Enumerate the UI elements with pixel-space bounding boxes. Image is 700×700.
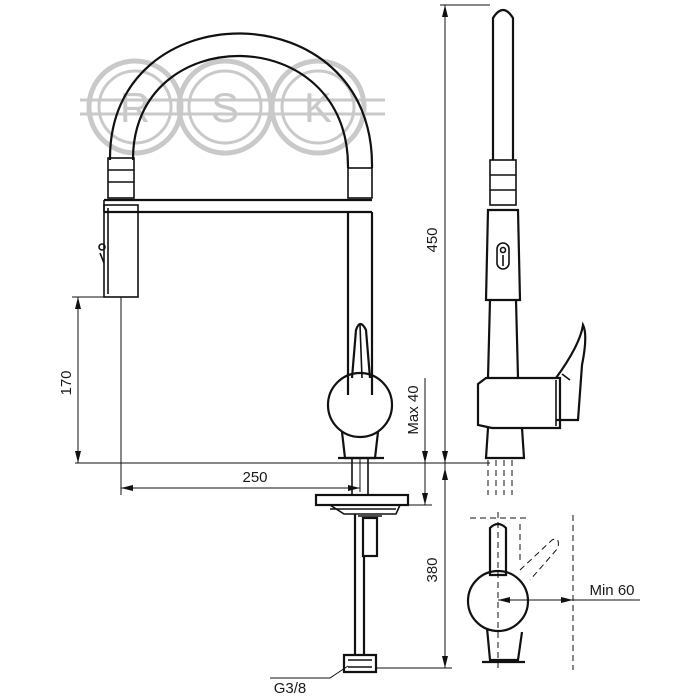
flexible-hose-arc — [108, 32, 374, 169]
mixer-body — [326, 371, 394, 460]
dimension-label-g38: G3/8 — [274, 680, 307, 697]
watermark-letter-k: K — [304, 84, 332, 131]
dimension-label-170: 170 — [58, 370, 75, 395]
lever-handle — [350, 322, 372, 379]
dimension-label-250: 250 — [242, 469, 267, 486]
dimension-lines — [72, 4, 490, 679]
front-view — [98, 32, 410, 674]
flexible-hose-arc-inner — [131, 54, 350, 169]
clearance-view — [466, 512, 640, 670]
mounting-assembly — [314, 458, 410, 558]
dimension-label-max40: Max 40 — [405, 385, 422, 434]
dimension-label-380: 380 — [424, 557, 441, 582]
dimension-label-min60: Min 60 — [589, 582, 634, 599]
spout-arm — [103, 198, 372, 214]
side-view — [476, 8, 587, 495]
spray-head — [98, 157, 139, 298]
watermark-letter-s: S — [211, 84, 239, 131]
supply-hose — [342, 514, 378, 674]
faucet-column — [346, 167, 374, 395]
watermark-ring-k — [269, 58, 367, 156]
dimension-label-450: 450 — [424, 227, 441, 252]
